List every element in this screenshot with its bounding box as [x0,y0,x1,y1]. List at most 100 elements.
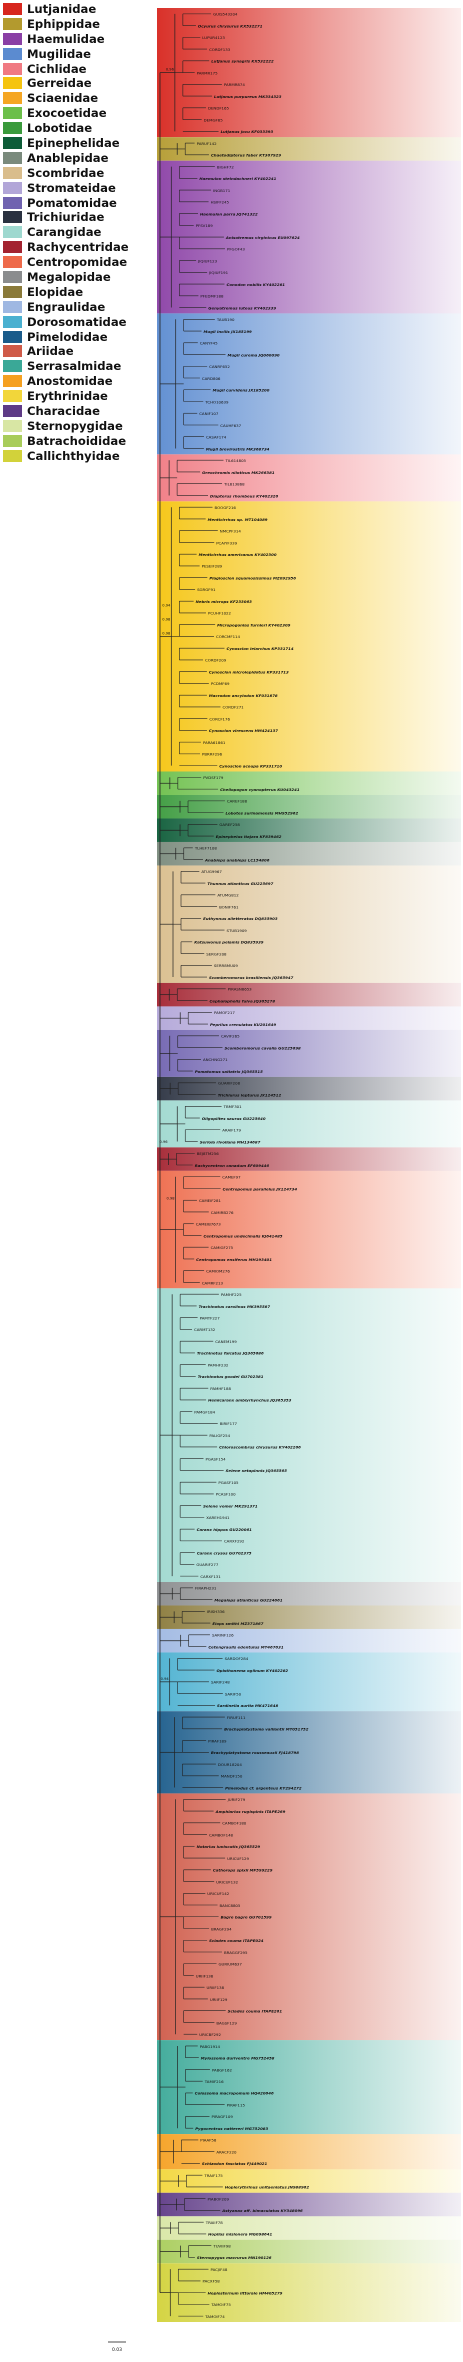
tip-label: TLHEF7108 [194,846,218,851]
tip-label: Conodon nobilis KY402281 [226,282,285,287]
legend-label: Epinephelidae [27,136,120,151]
tip-label: CAMIGF275 [211,1245,234,1250]
legend-swatch [3,107,22,120]
legend-label: Callichthyidae [27,448,120,463]
legend-swatch [3,419,22,432]
tip-label: PAMHF232 [208,1362,229,1367]
tip-label: TUVIIF98 [212,2243,231,2248]
tip-label: Cynoscion leiarchus KP331714 [226,646,293,651]
legend-label: Pimelodidae [27,329,108,344]
tip-label: Cynoscion acoupa KP331710 [219,763,282,768]
tip-label: PACJIF48 [210,2267,227,2272]
legend-item: Ephippidae [2,17,152,32]
tip-label: Menticirrhus sp. MT104089 [208,517,268,522]
clade-band [157,1628,461,1653]
tip-label: Caranx crysos GU702375 [197,1550,252,1555]
legend-item: Anostomidae [2,374,152,389]
legend-item: Anablepidae [2,151,152,166]
tip-label: PIRAGF109 [211,2114,233,2119]
tip-label: PGASF105 [218,1480,239,1485]
tip-label: PVDSF179 [203,775,224,780]
tip-label: JIQIUF191 [208,270,229,275]
clade-band [157,2169,461,2193]
tip-label: BONIF761 [219,904,239,909]
tip-label: JURIF279 [227,1797,246,1802]
legend-label: Lobotidae [27,121,93,136]
tip-label: FIRUF111 [227,1715,246,1720]
legend-label: Erythrinidae [27,389,108,404]
tip-label: Centropomus parallelus JX124734 [223,1186,298,1191]
tip-label: TAMOIF75 [210,2302,231,2307]
tip-label: ATUG9967 [201,869,222,874]
legend-swatch [3,77,22,90]
legend-swatch [3,449,22,462]
bootstrap-label: 0.98 [167,1197,176,1201]
legend-swatch [3,405,22,418]
tip-label: BRAGF294 [211,1926,232,1931]
tip-label: CAMEIB7673 [196,1222,221,1227]
tip-label: SERGF208 [206,951,227,956]
tip-label: GUIS543204 [213,12,238,17]
legend-swatch [3,285,22,298]
tip-label: Centropomus ensiferus MH193401 [196,1257,272,1262]
tip-label: DEMGF65 [204,117,224,122]
legend-label: Trichiuridae [27,210,105,225]
tip-label: PIAAF58 [200,2138,217,2143]
tip-label: Peprilus crenulatus KU201649 [210,1022,276,1027]
tip-label: Mugil incilis JX185199 [204,329,253,334]
tip-label: TAMIF216 [204,2079,224,2084]
tip-label: Pygocentrus nattereri MG752083 [195,2126,268,2131]
tip-label: PIRASN8653 [228,987,253,992]
tip-label: Euthynnus alletteratus DQ835903 [203,916,278,921]
tip-label: Astyanax aff. bimaculatus KY348096 [221,2208,303,2213]
clade-band [157,1029,461,1077]
tip-label: PABG1914 [200,2044,221,2049]
legend-swatch [3,241,22,254]
tip-label: IRISH336 [207,1609,225,1614]
tip-label: ATUMG812 [217,893,239,898]
tip-label: ANCHNG271 [203,1057,228,1062]
tip-label: Cetengraulis edentulus MT467631 [208,1644,283,1649]
clade-band [157,2263,461,2322]
tip-label: Brachyplatystoma vaillantii MT051752 [224,1727,309,1732]
clade-band [157,982,461,1007]
tip-label: CORCF176 [209,716,230,721]
tip-label: SARIF248 [211,1680,230,1685]
tip-label: CAMRF213 [202,1280,224,1285]
tip-label: Diapterus rhombeus KY402326 [210,493,278,498]
legend-swatch [3,271,22,284]
clade-band [157,1100,461,1148]
tip-label: CAMIOM276 [206,1269,230,1274]
legend-item: Dorosomatidae [2,315,152,330]
clade-band [157,313,461,455]
legend-swatch [3,181,22,194]
legend-swatch [3,345,22,358]
legend-item: Carangidae [2,225,152,240]
legend-item: Cichlidae [2,62,152,77]
tip-label: Schizodon fasciatus FJ449021 [202,2161,268,2166]
tip-label: BANC8805 [220,1903,241,1908]
tip-label: Anableps anableps LC154806 [204,857,270,862]
tip-label: BAGSF129 [216,2020,237,2025]
legend-swatch [3,211,22,224]
tip-label: CORCMF114 [216,634,241,639]
tip-label: CARXF131 [200,1574,221,1579]
bootstrap-label: 0.96 [166,68,175,72]
tip-label: PCUHF1022 [208,611,231,616]
tip-label: PAMHF188 [210,1386,231,1391]
tip-label: CORDF209 [205,658,227,663]
tip-label: BOOGF216 [215,505,237,510]
tip-label: PCAIYF339 [216,540,237,545]
tip-label: CARXF292 [224,1539,245,1544]
tip-label: BEJ8TM256 [197,1151,219,1156]
tip-label: Trichiurus lepturus JX124512 [218,1092,282,1097]
tip-label: Macrodon ancylodon KF031878 [209,693,278,698]
tip-label: CARMT132 [194,1327,216,1332]
bootstrap-label: 0.94 [162,603,171,607]
tip-label: TAMOIF74 [204,2314,225,2319]
tip-label: Chaetodipterus faber KT367929 [211,153,281,158]
tip-label: SARINF126 [212,1633,234,1638]
legend-swatch [3,62,22,75]
tip-label: CAMIRB276 [211,1210,234,1215]
